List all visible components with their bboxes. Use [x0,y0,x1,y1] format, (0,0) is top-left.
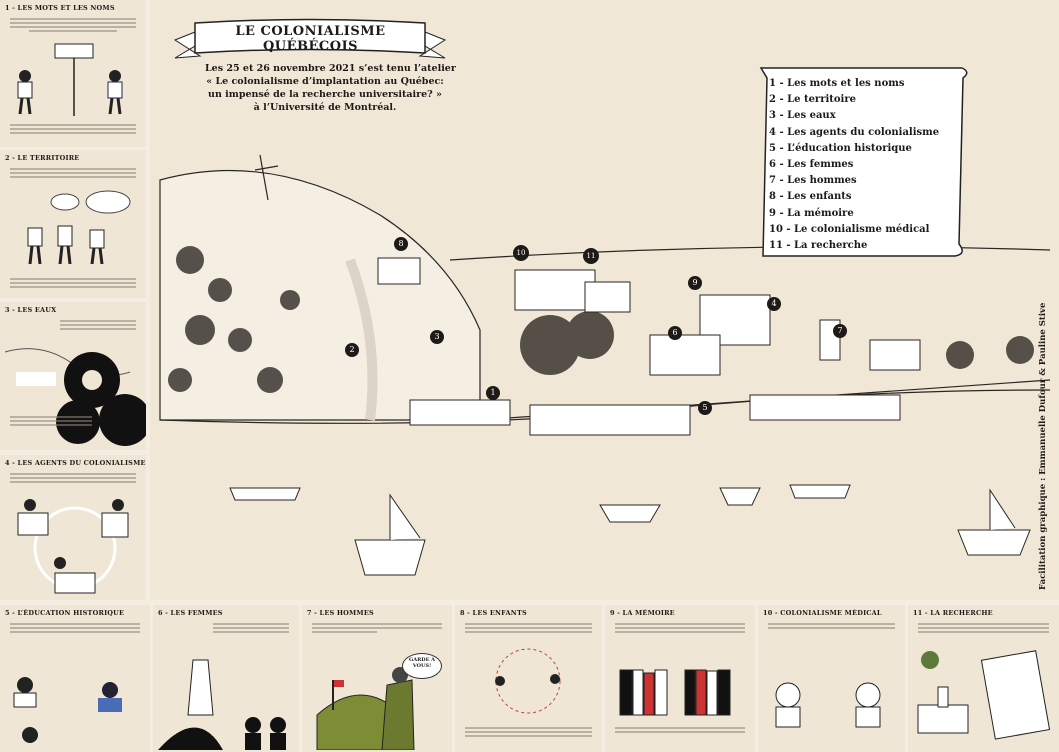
illustration-gears-map [4,348,146,446]
panel-text [153,619,299,637]
map-marker-3[interactable]: 3 [430,330,444,344]
panel-title: 6 - LES FEMMES [158,609,223,617]
panel-text [0,164,146,182]
panel-text [302,619,452,637]
illustration-soldier-barracks [316,667,415,750]
illustration-sign-post [17,43,123,116]
map-marker-1[interactable]: 1 [486,386,500,400]
panel-colonialisme-medical: 10 - COLONIALISME MÉDICAL [758,605,905,752]
panel-text [455,723,602,741]
panel-eaux: 3 - LES EAUX [0,302,146,450]
illustration-agents [17,499,129,594]
panel-title: 2 - LE TERRITOIRE [5,154,80,162]
map-marker-4[interactable]: 4 [767,297,781,311]
legend-item[interactable]: 9 - La mémoire [769,207,854,219]
panel-title: 9 - LA MÉMOIRE [610,609,675,617]
panel-text [0,619,150,637]
intro-line: « Le colonialisme d’implantation au Québ… [206,76,444,87]
panel-text [605,619,755,637]
map-marker-6[interactable]: 6 [668,326,682,340]
illustration-university-document [917,650,1051,740]
speech-bubble: GARDE À VOUS! [402,653,442,679]
map-marker-9[interactable]: 9 [688,276,702,290]
intro-line: un impensé de la recherche universitaire… [208,89,442,100]
panel-text [0,469,146,487]
map-marker-5[interactable]: 5 [698,401,712,415]
legend-item[interactable]: 4 - Les agents du colonialisme [769,126,940,138]
illustration-books [619,669,731,716]
intro-line: Les 25 et 26 novembre 2021 s’est tenu l’… [205,63,456,74]
map-marker-10[interactable]: 10 [513,245,529,261]
illustration-education [13,677,122,743]
map-marker-2[interactable]: 2 [345,343,359,357]
title-ribbon [173,18,447,59]
panel-title: 11 - LA RECHERCHE [913,609,993,617]
legend-item[interactable]: 5 - L’éducation historique [769,142,912,154]
panel-text [758,619,905,633]
page-title: LE COLONIALISME QUÉBÉCOIS [235,24,386,54]
illustration-pen-nib-nuns [158,659,286,750]
panel-text [605,723,755,737]
legend-list: 1 - Les mots et les noms 2 - Le territoi… [769,76,939,254]
map-illustration: 1 2 3 4 5 6 7 8 9 10 11 [150,0,1059,600]
panel-text [0,14,146,36]
legend-item[interactable]: 1 - Les mots et les noms [769,78,905,89]
panel-education: 5 - L’ÉDUCATION HISTORIQUE [0,605,150,752]
map-marker-11[interactable]: 11 [583,248,599,264]
legend-scroll: 1 - Les mots et les noms 2 - Le territoi… [757,64,975,260]
panel-mots-noms: 1 - LES MOTS ET LES NOMS [0,0,146,147]
panel-text [908,619,1059,637]
boats [229,484,1031,576]
panel-agents: 4 - LES AGENTS DU COLONIALISME [0,455,146,600]
map-marker-8[interactable]: 8 [394,237,408,251]
panel-text [0,316,146,334]
intro-line: à l’Université de Montréal. [253,102,397,113]
panel-title: 8 - LES ENFANTS [460,609,527,617]
panel-text [0,412,102,430]
scroll-shape [759,67,968,257]
panel-title: 5 - L’ÉDUCATION HISTORIQUE [5,609,125,617]
legend-item[interactable]: 6 - Les femmes [769,159,854,171]
legend-item[interactable]: 11 - La recherche [769,240,868,252]
panel-title: 4 - LES AGENTS DU COLONIALISME [5,459,146,467]
illustration-doctors [775,682,881,728]
illustration-children-circle [495,648,561,714]
legend-item[interactable]: 8 - Les enfants [769,191,852,203]
buildings [377,257,921,436]
panel-title: 1 - LES MOTS ET LES NOMS [5,4,115,12]
panel-territoire: 2 - LE TERRITOIRE [0,150,146,298]
montreal-panorama [159,154,1051,576]
illustration-settlers [27,190,131,265]
panel-recherche: 11 - LA RECHERCHE [908,605,1059,752]
map-marker-7[interactable]: 7 [833,324,847,338]
trees [168,246,1034,393]
panel-memoire: 9 - LA MÉMOIRE [605,605,755,752]
credit-text: Facilitation graphique : Emmanuelle Dufo… [1038,302,1048,590]
intro-text: Les 25 et 26 novembre 2021 s’est tenu l’… [205,62,456,114]
panel-text [0,274,146,292]
legend-item[interactable]: 3 - Les eaux [769,110,836,122]
panel-enfants: 8 - LES ENFANTS [455,605,602,752]
panel-text [455,619,602,637]
panel-femmes: 6 - LES FEMMES [153,605,299,752]
panel-title: 7 - LES HOMMES [307,609,374,617]
panel-title: 3 - LES EAUX [5,306,57,314]
panel-title: 10 - COLONIALISME MÉDICAL [763,609,882,617]
panel-text [0,120,146,138]
legend-item[interactable]: 2 - Le territoire [769,94,856,106]
legend-item[interactable]: 7 - Les hommes [769,175,857,187]
legend-item[interactable]: 10 - Le colonialisme médical [769,223,930,235]
panel-hommes: 7 - LES HOMMES GARDE À VOUS! [302,605,452,752]
